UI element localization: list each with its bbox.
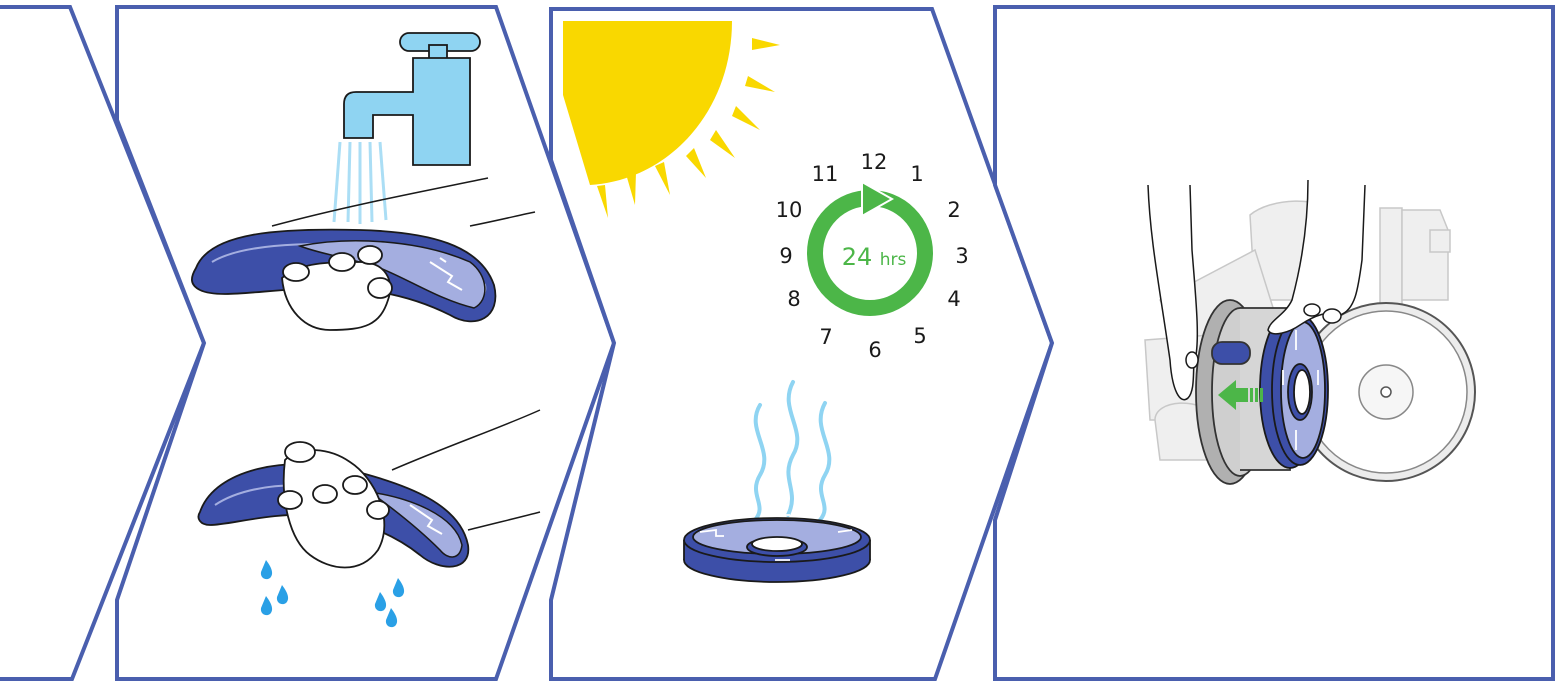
clock-number-12: 12 (861, 150, 888, 174)
clock-arrow-head (861, 180, 895, 218)
hand-icon (277, 441, 390, 569)
vacuum-wheel (1296, 302, 1476, 482)
clock-number-9: 9 (779, 244, 792, 268)
clock-hours-value: 24 (842, 243, 873, 271)
hand-icon (1267, 179, 1366, 335)
arm-outline-top-lower (469, 211, 536, 227)
panel-dry: 12 1 2 3 4 5 6 7 8 9 10 11 24 hrs (563, 21, 969, 583)
clock-hours-unit: hrs (880, 250, 907, 270)
arm-outline-bottom (391, 409, 541, 471)
clock-number-11: 11 (812, 162, 839, 186)
arrow-icon (1218, 380, 1263, 410)
panel-refit (1144, 179, 1476, 485)
filter-icon (683, 514, 871, 583)
hand-icon (1147, 184, 1199, 401)
clock-number-10: 10 (776, 198, 803, 222)
arm-outline-top (271, 177, 489, 227)
sun-icon (563, 21, 780, 218)
clock-number-3: 3 (955, 244, 968, 268)
clock-number-8: 8 (787, 287, 800, 311)
arm-outline-bottom-lower (467, 511, 541, 531)
panel-wash (191, 32, 541, 628)
clock-numbers: 12 1 2 3 4 5 6 7 8 9 10 11 (776, 150, 969, 362)
clock-number-6: 6 (868, 338, 881, 362)
clock-number-7: 7 (819, 325, 832, 349)
clock-number-2: 2 (947, 198, 960, 222)
steam-icon (753, 380, 832, 522)
tap-icon (343, 32, 481, 166)
clock-number-4: 4 (947, 287, 960, 311)
water-stream (332, 141, 388, 224)
clock-number-1: 1 (910, 162, 923, 186)
clock-icon: 12 1 2 3 4 5 6 7 8 9 10 11 24 hrs (776, 150, 969, 362)
clock-number-5: 5 (913, 324, 926, 348)
panel-dry-frame (549, 7, 1055, 681)
water-drops-icon (260, 560, 405, 628)
hand-icon (281, 245, 393, 331)
filter-icon (1259, 311, 1329, 469)
